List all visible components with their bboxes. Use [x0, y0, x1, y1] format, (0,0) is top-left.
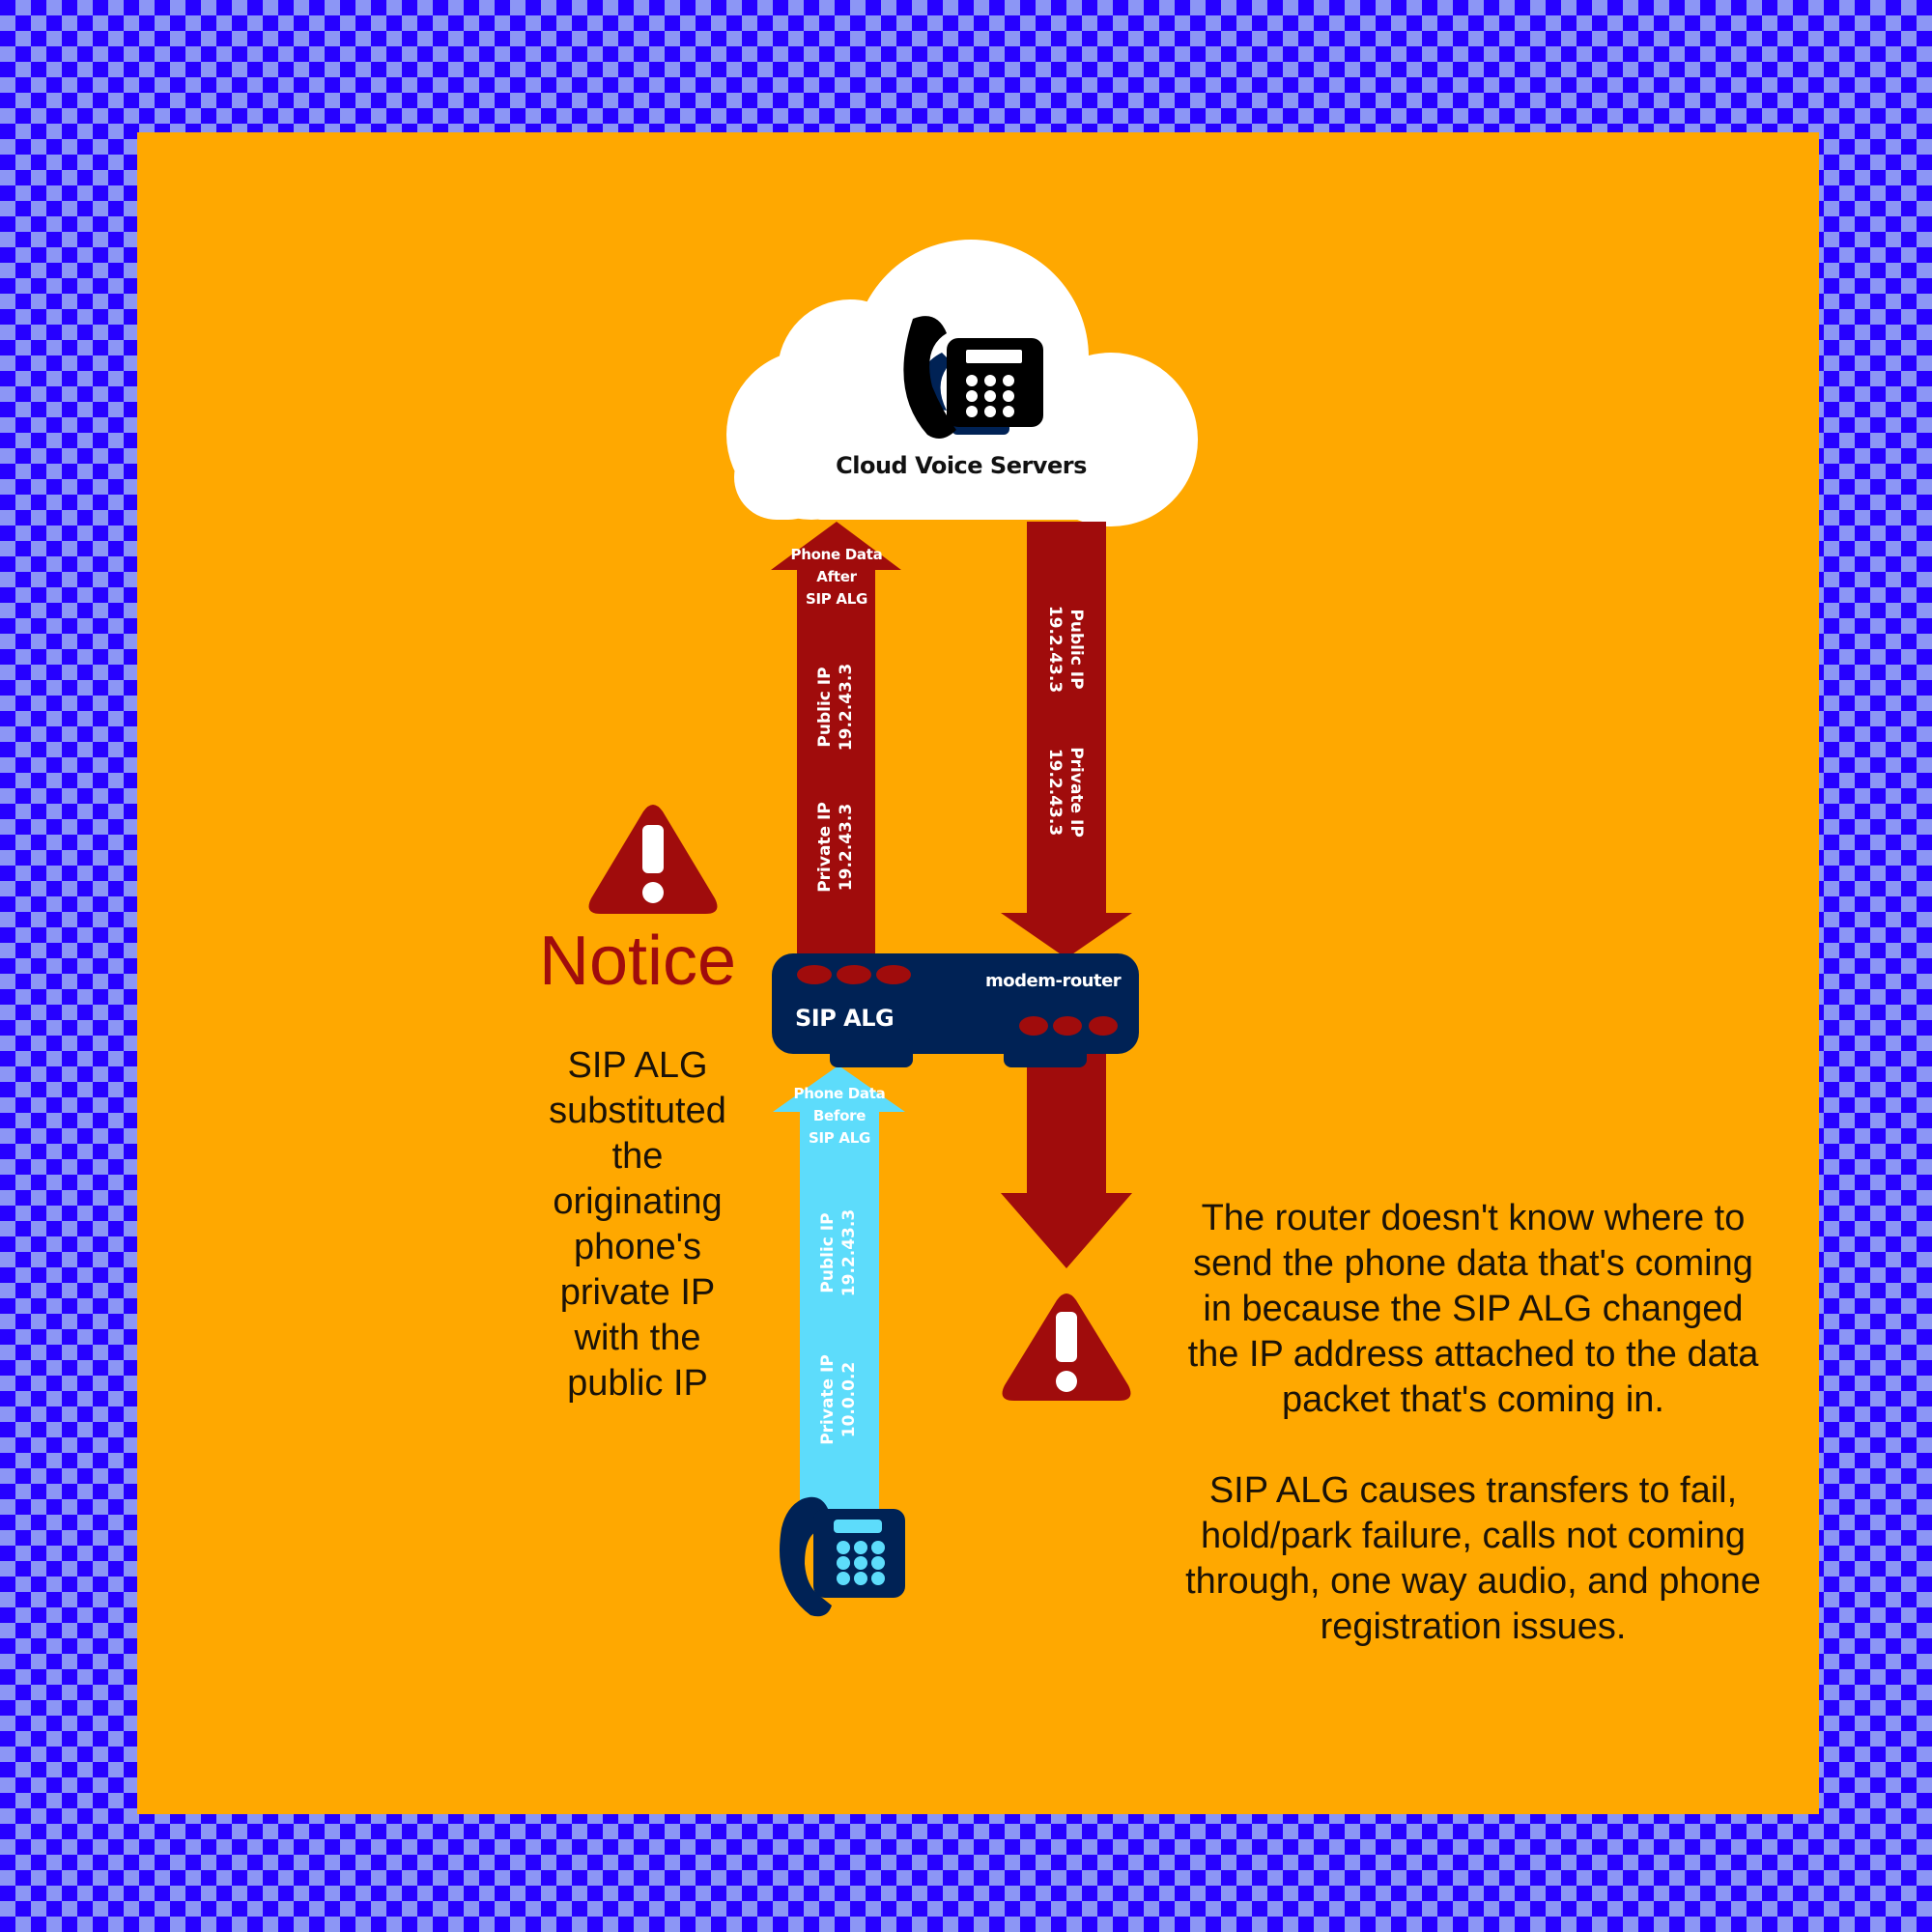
arrow-incoming-public-ip: Public IP 19.2.43.3	[1045, 605, 1086, 694]
arrow-incoming-private-ip: Private IP 19.2.43.3	[1045, 747, 1086, 838]
explanation-text: The router doesn't know where to send th…	[1183, 1196, 1763, 1695]
desk-phone-icon	[780, 1496, 905, 1617]
explanation-paragraph-2: SIP ALG causes transfers to fail, hold/p…	[1185, 1470, 1761, 1647]
router-device-label: modem-router	[985, 971, 1122, 991]
arrow-after-head-label: Phone Data After SIP ALG	[790, 546, 883, 608]
cloud-label: Cloud Voice Servers	[836, 452, 1087, 479]
router-sip-alg-label: SIP ALG	[795, 1005, 895, 1032]
cloud-phone-icon	[903, 316, 1043, 439]
notice-body: SIP ALG substituted the originating phon…	[549, 1045, 726, 1404]
arrow-after-public-ip: Public IP 19.2.43.3	[815, 663, 856, 752]
arrow-after-sip-alg	[771, 522, 901, 958]
arrow-before-head-label: Phone Data Before SIP ALG	[793, 1085, 886, 1147]
arrow-incoming-upper	[1001, 522, 1132, 958]
notice-title: Notice	[538, 923, 737, 1000]
arrow-before-private-ip: Private IP 10.0.0.2	[818, 1354, 859, 1445]
modem-router-icon	[772, 953, 1139, 1067]
arrow-after-private-ip: Private IP 19.2.43.3	[815, 802, 856, 893]
arrow-before-public-ip: Public IP 19.2.43.3	[818, 1208, 859, 1297]
explanation-paragraph-1: The router doesn't know where to send th…	[1187, 1198, 1759, 1420]
warning-triangle-icon	[588, 805, 718, 914]
arrow-before-sip-alg	[773, 1065, 905, 1510]
arrow-incoming-lower	[1001, 1048, 1132, 1268]
warning-triangle-icon	[1002, 1293, 1131, 1401]
